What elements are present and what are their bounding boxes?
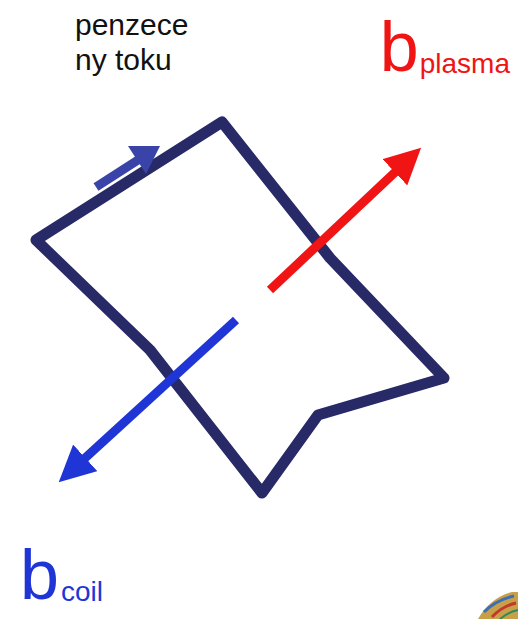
field-subscript: plasma — [420, 50, 510, 78]
plasma-field-arrow — [270, 160, 408, 290]
slide-text: penzece ny toku — [75, 8, 215, 77]
circulation-arrow-head — [128, 146, 160, 174]
coil-picture-fragment — [478, 592, 518, 619]
coil-field-arrow — [72, 320, 236, 470]
field-subscript: coil — [61, 578, 103, 606]
circulation-arrow — [96, 160, 138, 187]
field-symbol: b — [380, 12, 419, 82]
field-symbol: b — [20, 540, 59, 610]
flux-loop — [36, 122, 444, 493]
